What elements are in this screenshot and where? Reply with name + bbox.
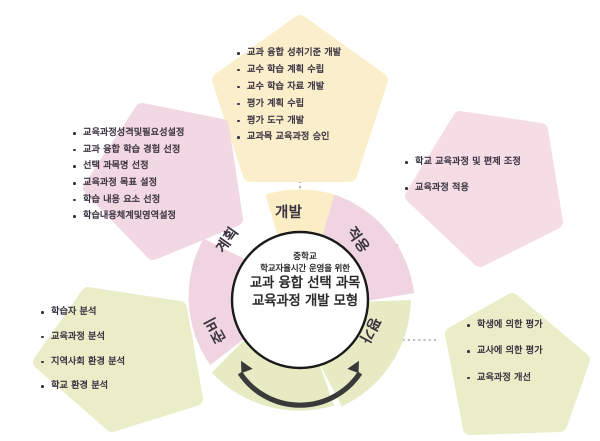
list-item: 교사에 의한 평가 bbox=[466, 345, 543, 356]
bidirectional-cycle-arrow bbox=[237, 360, 363, 408]
list-item: 교육과정 목표 설정 bbox=[72, 177, 184, 188]
list-item: 교육과정 적용 bbox=[404, 182, 521, 193]
callout-develop: 교과 융합 성취기준 개발 교수 학습 계획 수립 교수 학습 자료 개발 평가… bbox=[236, 47, 341, 149]
list-item: 교수 학습 계획 수립 bbox=[236, 64, 341, 75]
ring-segment-plan[interactable] bbox=[146, 232, 285, 374]
list-item: 선택 과목명 선정 bbox=[72, 161, 184, 171]
list-item: 교육과정 개선 bbox=[466, 372, 543, 383]
ring-segment-apply[interactable] bbox=[320, 194, 415, 302]
list-item: 교육과정성격및필요성설정 bbox=[72, 127, 184, 138]
callout-shapes bbox=[33, 15, 590, 435]
list-item: 학습내용체계및영역설정 bbox=[72, 211, 184, 221]
center-line-3: 교과 융합 선택 과목 bbox=[249, 276, 361, 292]
ring-segment-prepare[interactable] bbox=[207, 311, 346, 441]
list-item: 교과 융합 성취기준 개발 bbox=[236, 47, 341, 58]
center-circle bbox=[230, 230, 370, 370]
callout-plan: 교육과정성격및필요성설정 교과 융합 학습 경험 선정 선택 과목명 선정 교육… bbox=[72, 127, 184, 228]
pentagon-apply bbox=[405, 111, 563, 267]
callout-prepare: 학습자 분석 교육과정 분석 지역사회 환경 분석 학교 환경 분석 bbox=[40, 306, 125, 406]
pentagon-prepare bbox=[33, 287, 203, 432]
list-item: 학교 환경 분석 bbox=[40, 381, 125, 391]
ring-segment-develop[interactable] bbox=[265, 189, 335, 244]
list-item: 지역사회 환경 분석 bbox=[40, 356, 125, 367]
center-line-1: 중학교 bbox=[293, 252, 317, 262]
callout-apply-list: 학교 교육과정 및 편제 조정 교육과정 적용 bbox=[404, 156, 521, 194]
ring-label-develop[interactable]: 개발 bbox=[275, 205, 303, 221]
ring-segment-evaluate[interactable] bbox=[305, 287, 436, 409]
center-title-block: 중학교 학교자율시간 운영을 위한 교과 융합 선택 과목 교육과정 개발 모형 bbox=[222, 252, 388, 310]
callout-evaluate-list: 학생에 의한 평가 교사에 의한 평가 교육과정 개선 bbox=[466, 319, 543, 383]
list-item: 학생에 의한 평가 bbox=[466, 319, 543, 330]
list-item: 학습 내용 요소 선정 bbox=[72, 194, 184, 205]
callout-apply: 학교 교육과정 및 편제 조정 교육과정 적용 bbox=[404, 156, 521, 210]
pentagon-plan bbox=[83, 103, 243, 260]
center-line-4: 교육과정 개발 모형 bbox=[252, 293, 358, 309]
callout-prepare-list: 학습자 분석 교육과정 분석 지역사회 환경 분석 학교 환경 분석 bbox=[40, 306, 125, 392]
list-item: 교과목 교육과정 승인 bbox=[236, 132, 341, 142]
list-item: 학교 교육과정 및 편제 조정 bbox=[404, 156, 521, 167]
callout-develop-list: 교과 융합 성취기준 개발 교수 학습 계획 수립 교수 학습 자료 개발 평가… bbox=[236, 47, 341, 143]
list-item: 교수 학습 자료 개발 bbox=[236, 81, 341, 92]
list-item: 학습자 분석 bbox=[40, 306, 125, 317]
list-item: 평가 도구 개발 bbox=[236, 115, 341, 126]
callout-plan-list: 교육과정성격및필요성설정 교과 융합 학습 경험 선정 선택 과목명 선정 교육… bbox=[72, 127, 184, 222]
list-item: 평가 계획 수립 bbox=[236, 98, 341, 109]
list-item: 교육과정 분석 bbox=[40, 331, 125, 342]
callout-evaluate: 학생에 의한 평가 교사에 의한 평가 교육과정 개선 bbox=[466, 319, 543, 399]
cycle-ring bbox=[146, 189, 436, 441]
list-item: 교과 융합 학습 경험 선정 bbox=[72, 144, 184, 155]
center-line-2: 학교자율시간 운영을 위한 bbox=[260, 263, 350, 274]
pentagon-evaluate bbox=[445, 293, 590, 435]
pentagon-develop bbox=[212, 15, 388, 182]
